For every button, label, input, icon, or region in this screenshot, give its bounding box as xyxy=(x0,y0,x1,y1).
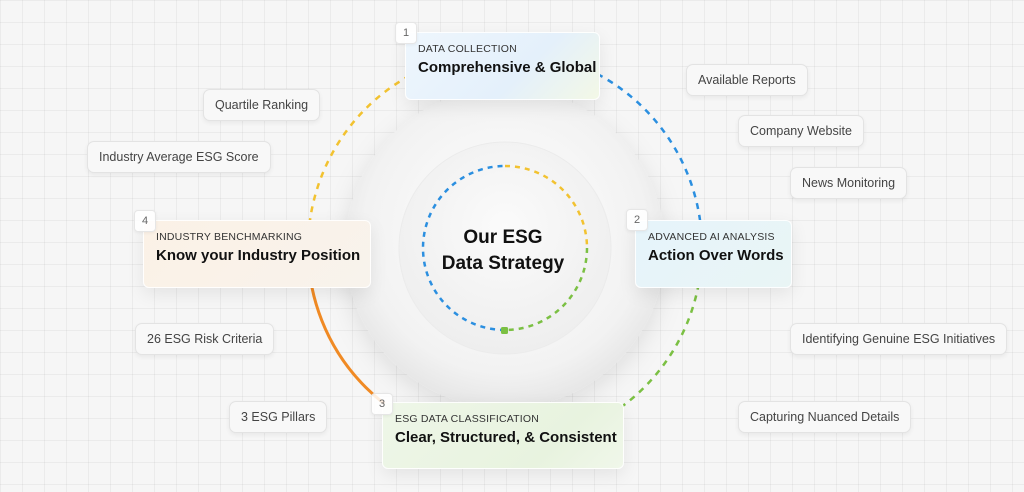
step-card-data-classification[interactable]: ESG DATA CLASSIFICATION Clear, Structure… xyxy=(382,402,624,469)
inner-arc-yellow xyxy=(504,164,589,249)
center-title: Our ESG Data Strategy xyxy=(418,225,588,277)
tag-esg-pillars: 3 ESG Pillars xyxy=(229,401,328,433)
tag-company-website: Company Website xyxy=(738,115,864,147)
step-number-badge: 1 xyxy=(395,22,417,44)
step-kicker: INDUSTRY BENCHMARKING xyxy=(156,231,303,243)
tag-industry-average: Industry Average ESG Score xyxy=(87,141,271,173)
center-title-line1: Our ESG xyxy=(463,227,543,248)
step-number-badge: 4 xyxy=(134,210,156,232)
step-card-ai-analysis[interactable]: ADVANCED AI ANALYSIS Action Over Words xyxy=(635,220,792,288)
step-kicker: DATA COLLECTION xyxy=(418,43,517,55)
inner-ring-marker xyxy=(501,327,508,334)
inner-arc-green xyxy=(504,247,589,332)
step-title: Action Over Words xyxy=(648,247,784,264)
step-kicker: ADVANCED AI ANALYSIS xyxy=(648,231,775,243)
step-kicker: ESG DATA CLASSIFICATION xyxy=(395,413,540,425)
tag-quartile-ranking: Quartile Ranking xyxy=(203,89,321,121)
step-number-badge: 2 xyxy=(626,209,648,231)
step-title: Know your Industry Position xyxy=(156,247,361,264)
tag-nuanced-details: Capturing Nuanced Details xyxy=(738,401,912,433)
step-card-data-collection[interactable]: DATA COLLECTION Comprehensive & Global xyxy=(405,32,600,100)
center-title-line2: Data Strategy xyxy=(441,253,565,274)
step-title: Clear, Structured, & Consistent xyxy=(395,429,617,446)
step-card-industry-benchmarking[interactable]: INDUSTRY BENCHMARKING Know your Industry… xyxy=(143,220,371,288)
step-number-badge: 3 xyxy=(371,393,393,415)
tag-genuine-initiatives: Identifying Genuine ESG Initiatives xyxy=(790,323,1008,355)
step-title: Comprehensive & Global xyxy=(418,59,597,76)
tag-available-reports: Available Reports xyxy=(686,64,808,96)
outer-arc-blue xyxy=(504,49,704,249)
inner-plate xyxy=(398,141,612,355)
tag-risk-criteria: 26 ESG Risk Criteria xyxy=(135,323,275,355)
tag-news-monitoring: News Monitoring xyxy=(790,167,908,199)
